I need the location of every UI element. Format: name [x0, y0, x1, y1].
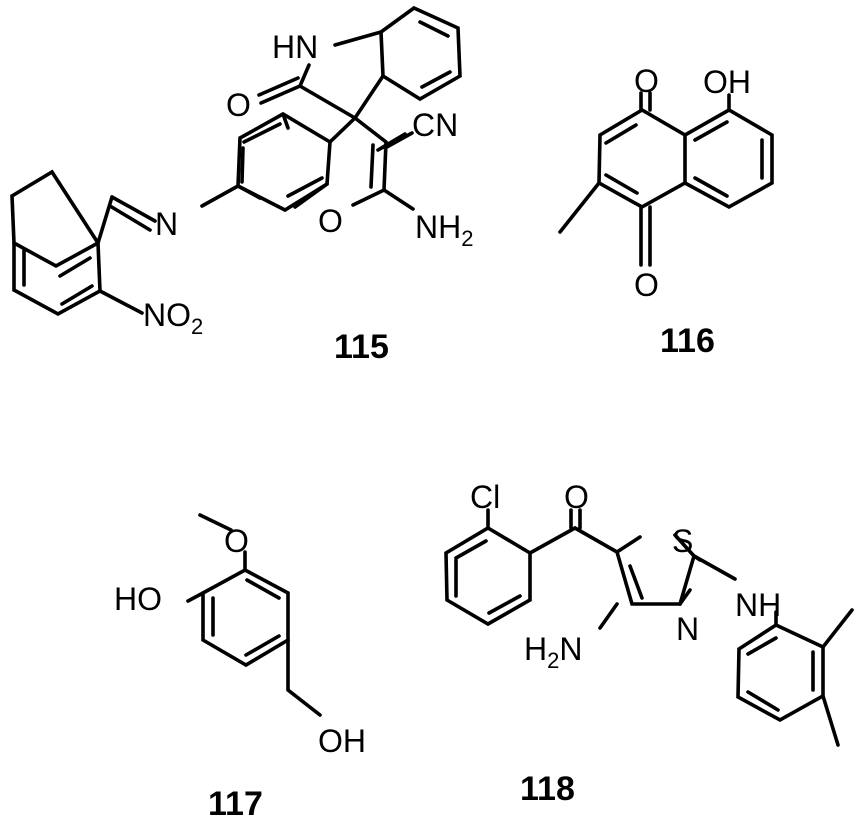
oh-label: OH: [318, 723, 366, 759]
nh-label: NH: [735, 587, 781, 623]
methoxy-o-label: O: [224, 523, 249, 559]
ring-o-label: O: [318, 203, 343, 239]
nh2-label: NH2: [415, 209, 473, 251]
compound-117-structure: O HO OH 117: [114, 513, 366, 818]
hn-label: HN: [272, 29, 318, 65]
compound-118-structure: Cl O S NH N H2N 118: [444, 479, 854, 808]
compound-115-label: 115: [334, 328, 389, 366]
top-o-label: O: [634, 63, 659, 99]
nitro-label: NO2: [143, 297, 203, 339]
compound-118-label: 118: [520, 770, 575, 808]
compound-116-label: 116: [660, 322, 715, 360]
ho-label: HO: [114, 581, 162, 617]
thiazole-s-label: S: [672, 523, 693, 559]
compound-117-label: 117: [208, 785, 263, 818]
oh-label: OH: [703, 64, 751, 100]
bottom-o-label: O: [634, 267, 659, 303]
compound-115-structure: HN O CN O NH2 N NO2 115: [10, 5, 473, 366]
cn-label: CN: [412, 107, 458, 143]
thiazole-n-label: N: [676, 611, 699, 647]
imine-n-label: N: [155, 206, 178, 242]
carbonyl-o-label: O: [226, 87, 251, 123]
h2n-label: H2N: [524, 631, 582, 673]
carbonyl-o-label: O: [564, 479, 589, 515]
compound-116-structure: OH O O 116: [558, 63, 774, 360]
cl-label: Cl: [470, 479, 500, 515]
